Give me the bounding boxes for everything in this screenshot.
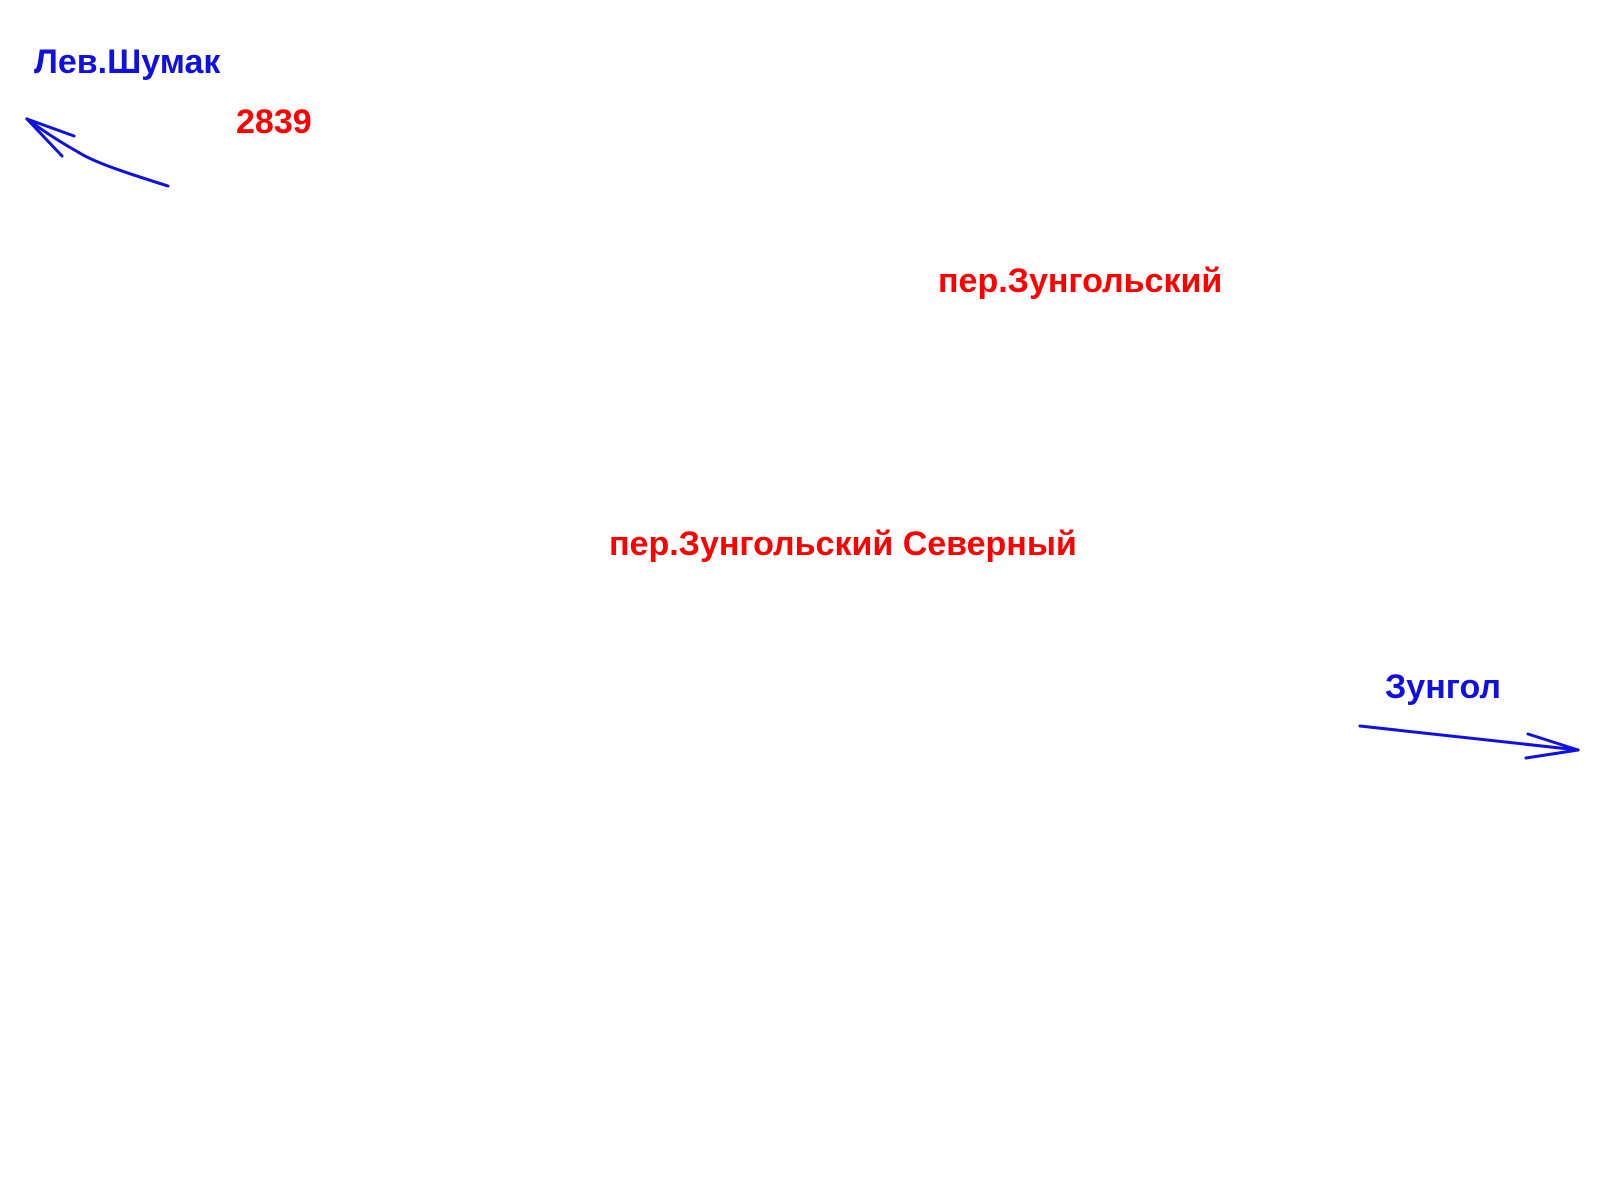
arrow-up-left-icon [25,117,170,188]
height-mark-label: 2839 [236,103,312,141]
pass-label-zungolsky-north: пер.Зунгольский Северный [609,525,1077,563]
arrow-right-icon [1358,724,1580,760]
river-label-lev-shumak: Лев.Шумак [34,43,221,81]
pass-label-zungolsky: пер.Зунгольский [938,262,1223,300]
river-label-zungol: Зунгол [1385,668,1501,706]
